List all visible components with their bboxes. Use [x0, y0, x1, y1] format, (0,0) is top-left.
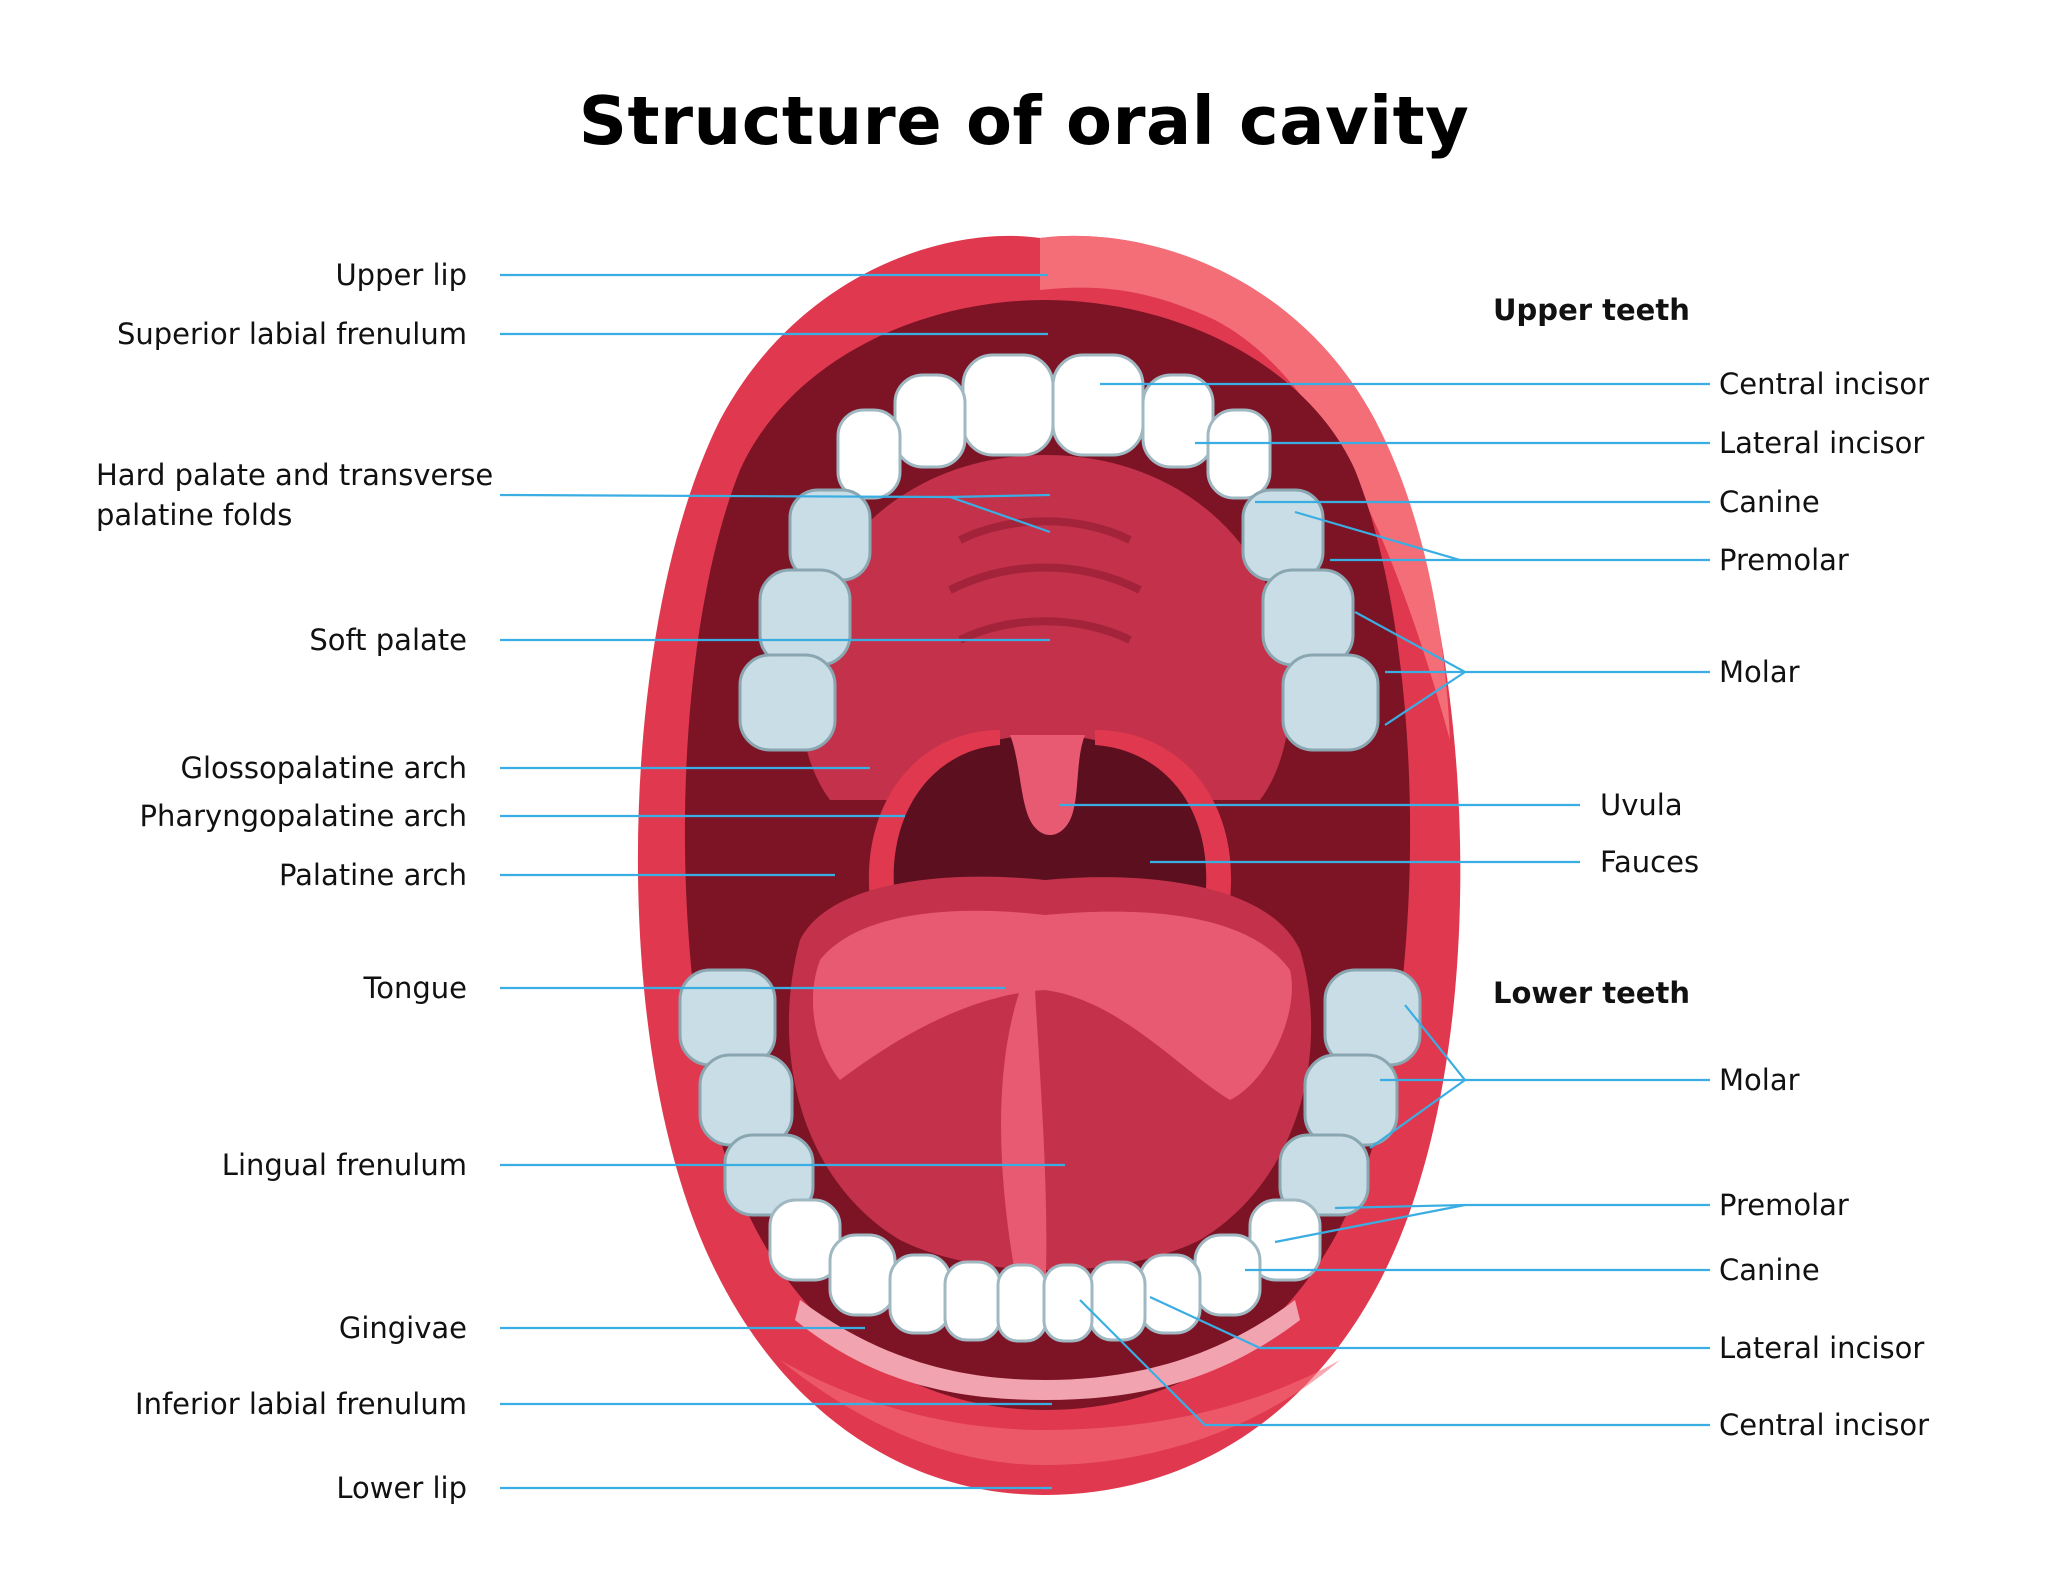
upper-lip-highlight [1040, 235, 1450, 740]
label-soft-palate: Soft palate [309, 623, 467, 657]
label-superior-labial-frenulum: Superior labial frenulum [116, 317, 467, 351]
lower-teeth [768, 1198, 1322, 1343]
upper-molars [738, 488, 1380, 752]
palate [799, 455, 1291, 800]
upper-teeth-heading: Upper teeth [1493, 293, 1690, 327]
label-upper-premolar: Premolar [1719, 543, 1849, 577]
label-hard-palate-line2: palatine folds [96, 498, 293, 532]
diagram-title: Structure of oral cavity [578, 82, 1470, 160]
label-fauces: Fauces [1600, 845, 1700, 879]
label-tongue: Tongue [363, 971, 467, 1005]
lower-gum [795, 1300, 1300, 1400]
label-uvula: Uvula [1600, 788, 1683, 822]
palatine-folds [948, 517, 1142, 644]
label-lingual-frenulum: Lingual frenulum [221, 1148, 467, 1182]
lower-teeth-heading: Lower teeth [1493, 976, 1690, 1010]
lower-lip-highlight [780, 1360, 1340, 1465]
label-upper-lip: Upper lip [335, 258, 467, 292]
label-upper-central-incisor: Central incisor [1719, 367, 1930, 401]
label-inferior-labial-frenulum: Inferior labial frenulum [135, 1387, 467, 1421]
line-lower-central-incisor [1079, 1299, 1710, 1427]
arch-right [1095, 730, 1232, 900]
label-pharyngopalatine-arch: Pharyngopalatine arch [139, 799, 467, 833]
label-lower-premolar: Premolar [1719, 1188, 1849, 1222]
label-glossopalatine-arch: Glossopalatine arch [180, 751, 468, 785]
upper-teeth [836, 353, 1272, 500]
label-hard-palate-line1: Hard palate and transverse [96, 458, 494, 492]
lower-molars [678, 968, 1422, 1217]
label-lower-canine: Canine [1719, 1253, 1820, 1287]
tongue-top [812, 910, 1292, 1100]
line-lower-premolar-2 [1274, 1203, 1466, 1244]
line-hard-palate-2 [949, 493, 1051, 499]
label-upper-molar: Molar [1719, 655, 1800, 689]
frenulum-shape [1001, 990, 1047, 1300]
label-gingivae: Gingivae [338, 1311, 467, 1345]
label-lower-lateral-incisor: Lateral incisor [1719, 1331, 1925, 1365]
label-palatine-arch: Palatine arch [278, 858, 467, 892]
line-lower-molar-3 [1369, 1079, 1466, 1149]
label-upper-canine: Canine [1719, 485, 1820, 519]
label-upper-lateral-incisor: Lateral incisor [1719, 426, 1925, 460]
label-lower-central-incisor: Central incisor [1719, 1408, 1930, 1442]
label-lower-lip: Lower lip [336, 1471, 467, 1505]
leader-lines [499, 273, 1710, 1490]
line-upper-molar-3 [1384, 671, 1466, 726]
label-lower-molar: Molar [1719, 1063, 1800, 1097]
uvula [1010, 735, 1085, 835]
line-lower-lateral-incisor [1149, 1296, 1710, 1350]
